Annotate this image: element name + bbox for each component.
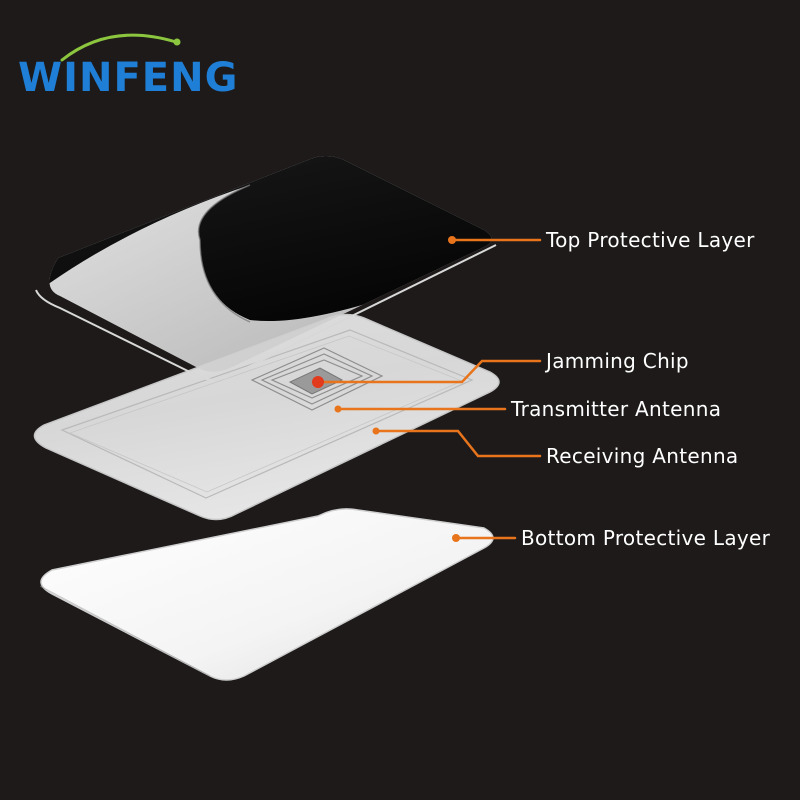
bottom-protective-layer	[39, 508, 494, 681]
leader-receiving-antenna	[374, 429, 542, 458]
label-receiving-antenna: Receiving Antenna	[546, 444, 739, 468]
logo-swoosh-dot-icon	[173, 38, 181, 46]
top-protective-layer	[35, 156, 497, 381]
leader-lines	[316, 238, 542, 540]
label-jamming-chip: Jamming Chip	[546, 349, 689, 373]
leader-dots	[312, 236, 460, 542]
leader-jamming-chip	[316, 359, 542, 384]
logo-swoosh-icon	[60, 33, 178, 62]
transmitter-antenna-coil	[250, 347, 384, 411]
label-top-protective-layer: Top Protective Layer	[546, 228, 755, 252]
label-bottom-protective-layer: Bottom Protective Layer	[521, 526, 771, 550]
label-transmitter-antenna: Transmitter Antenna	[511, 397, 722, 421]
brand-logo-text: WINFENG	[18, 55, 239, 101]
